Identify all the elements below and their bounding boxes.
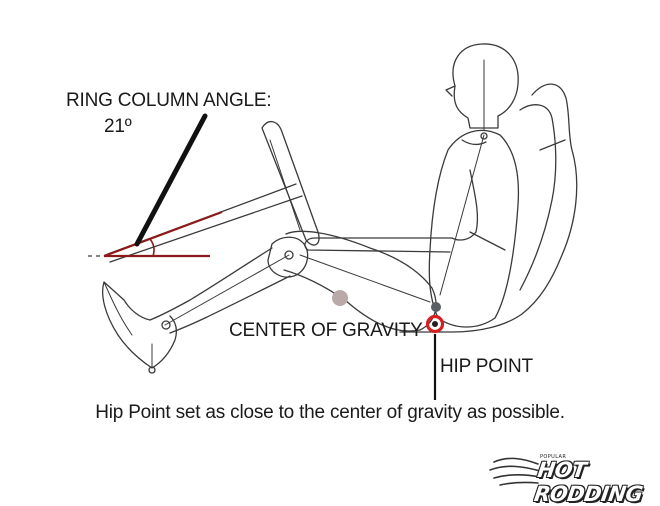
hip-point-label: HIP POINT: [440, 356, 533, 378]
column-angle-value: 21º: [104, 116, 131, 138]
logo-text: HOT RODDING: [533, 458, 660, 506]
joint-dot: [431, 302, 441, 312]
column-angle-label: RING COLUMN ANGLE:: [66, 90, 271, 112]
arm-outline: [305, 170, 505, 252]
column-angle-indicator: [88, 212, 222, 256]
diagram-caption: Hip Point set as close to the center of …: [0, 402, 660, 424]
steering-wheel: [262, 122, 319, 245]
steering-column: [108, 184, 302, 262]
center-of-gravity-dot: [332, 290, 348, 306]
angle-pointer-line: [137, 116, 205, 244]
torso-outline: [429, 130, 518, 327]
upper-leg-outline: [284, 231, 436, 331]
foot-outline: [103, 282, 177, 373]
hot-rodding-logo: POPULAR HOT RODDING: [488, 452, 656, 490]
center-of-gravity-label: CENTER OF GRAVITY: [229, 320, 423, 342]
head-outline: [446, 44, 518, 130]
seat-outline: [400, 84, 577, 332]
